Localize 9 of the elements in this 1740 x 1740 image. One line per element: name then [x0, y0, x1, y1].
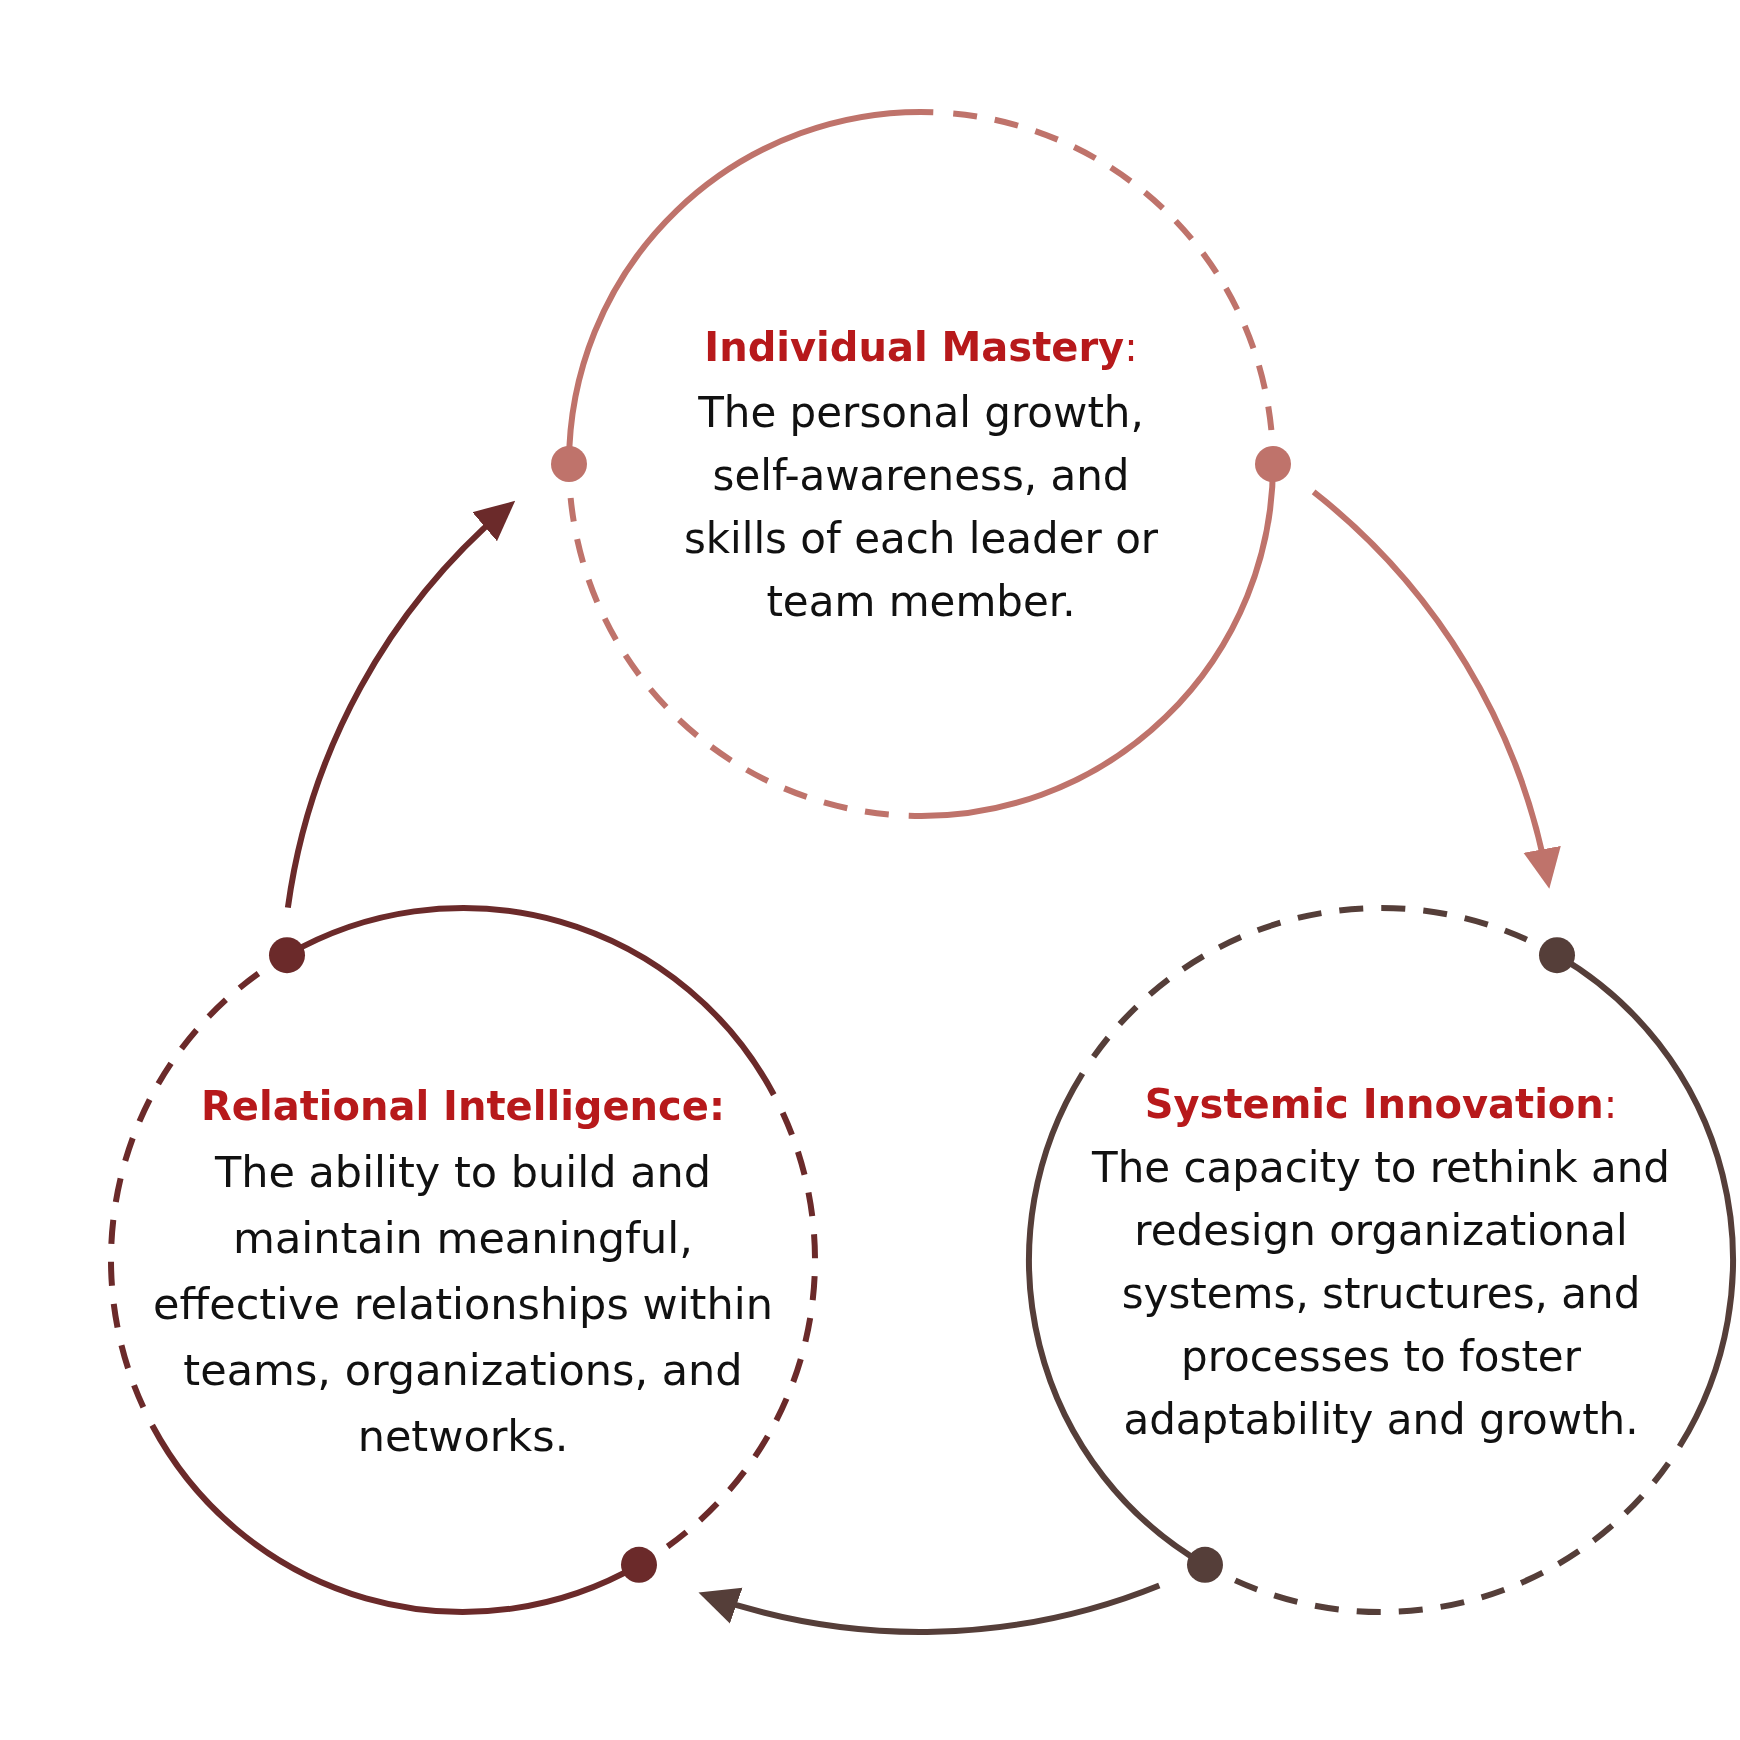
curved-arrow [1311, 489, 1559, 889]
stage-title: Systemic Innovation: [1143, 1080, 1619, 1129]
stage-title: Relational Intelligence: [200, 1082, 726, 1131]
stage-description: The ability to build and maintain meaningful, effective relationships within teams, organizations, and networks. [152, 1146, 774, 1463]
curved-arrow [284, 500, 515, 909]
stage-description: The capacity to rethink and redesign organizational systems, structures, and processes to foster adaptability and growth. [1091, 1142, 1671, 1446]
stage-title: Individual Mastery: [703, 323, 1139, 372]
stage-description: The personal growth, self-awareness, and skills of each leader or team member. [682, 387, 1160, 628]
curved-arrow [698, 1582, 1161, 1635]
